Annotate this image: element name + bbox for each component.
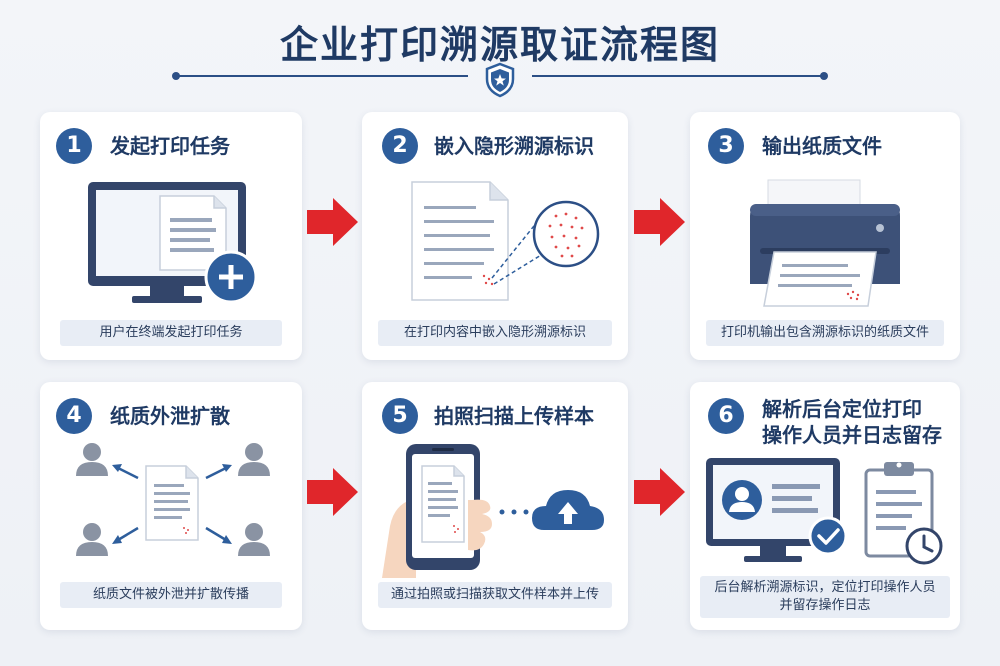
step-title-line-2: 操作人员并日志留存 <box>762 423 942 447</box>
page-title: 企业打印溯源取证流程图 <box>279 23 720 67</box>
step-title: 纸质外泄扩散 <box>110 404 230 428</box>
step-caption-line-2: 并留存操作日志 <box>779 598 871 613</box>
step-caption: 后台解析溯源标识，定位打印操作人员 并留存操作日志 <box>700 576 950 618</box>
title-divider-dot-right <box>820 72 828 80</box>
title-divider-right <box>532 75 822 77</box>
title-divider-left <box>178 75 468 77</box>
flow-arrow-right <box>634 468 685 516</box>
user-icon <box>76 443 270 556</box>
step-card-1: 1 发起打印任务 用户在终端发起打印任务 <box>40 112 302 360</box>
step-title: 嵌入隐形溯源标识 <box>434 134 594 158</box>
shield-star-icon <box>480 60 520 100</box>
document-spread-illustration <box>76 443 270 556</box>
step-caption-line-1: 后台解析溯源标识，定位打印操作人员 <box>714 580 936 595</box>
add-icon <box>204 250 258 304</box>
step-number-badge: 3 <box>708 128 744 164</box>
printer-illustration <box>750 179 900 307</box>
step-caption: 通过拍照或扫描获取文件样本并上传 <box>378 582 612 608</box>
document-watermark-illustration <box>411 181 600 301</box>
title-divider-dot-left <box>172 72 180 80</box>
step-title: 拍照扫描上传样本 <box>434 404 594 428</box>
step-number-badge: 6 <box>708 398 744 434</box>
step-title: 发起打印任务 <box>110 134 230 158</box>
step-title-line-1: 解析后台定位打印 <box>762 397 922 421</box>
step-caption: 打印机输出包含溯源标识的纸质文件 <box>706 320 944 346</box>
step-caption: 用户在终端发起打印任务 <box>60 320 282 346</box>
flow-arrow-right <box>307 468 358 516</box>
step-caption: 在打印内容中嵌入隐形溯源标识 <box>378 320 612 346</box>
step-caption: 纸质文件被外泄并扩散传播 <box>60 582 282 608</box>
step-number-badge: 5 <box>382 398 418 434</box>
flow-arrow-right <box>307 198 358 246</box>
step-card-5: 5 拍照扫描上传样本 通过拍照或扫描获取文件样本并上传 <box>362 382 628 630</box>
step-card-3: 3 输出纸质文件 打印机输出包含溯源标识的纸质文件 <box>690 112 960 360</box>
step-card-2: 2 嵌入隐形溯源标识 在打印内容中嵌入隐形溯源标识 <box>362 112 628 360</box>
step-card-4: 4 纸质外泄扩散 纸质文件被外泄并扩散传播 <box>40 382 302 630</box>
step-number-badge: 4 <box>56 398 92 434</box>
step-card-6: 6 解析后台定位打印 操作人员并日志留存 后台解析溯源标识，定位打印操作人员 并… <box>690 382 960 630</box>
phone-scan-upload-illustration <box>382 444 604 578</box>
step-number-badge: 1 <box>56 128 92 164</box>
step-number-badge: 2 <box>382 128 418 164</box>
monitor-add-illustration <box>88 182 246 303</box>
flow-arrow-right <box>634 198 685 246</box>
backend-locate-log-illustration <box>706 458 943 565</box>
step-title: 输出纸质文件 <box>762 134 882 158</box>
